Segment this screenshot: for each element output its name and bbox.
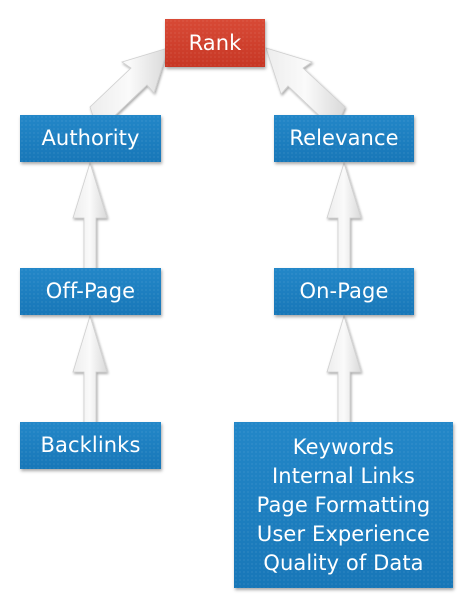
relevance-node: Relevance xyxy=(274,115,414,162)
factor-user-experience: User Experience xyxy=(256,521,431,546)
on-page-label: On-Page xyxy=(299,279,389,303)
arrow-onpage-to-relevance xyxy=(326,161,362,271)
rank-node: Rank xyxy=(165,19,265,67)
relevance-label: Relevance xyxy=(289,126,399,150)
authority-label: Authority xyxy=(41,126,140,150)
arrow-authority-to-rank xyxy=(89,47,169,125)
arrow-onpage-to-relevance-shape xyxy=(326,161,362,271)
arrow-offpage-to-authority xyxy=(72,161,108,271)
rank-label: Rank xyxy=(188,30,242,55)
backlinks-node: Backlinks xyxy=(20,422,161,469)
arrow-backlinks-to-offpage xyxy=(72,314,108,425)
off-page-node: Off-Page xyxy=(20,268,161,315)
arrow-relevance-to-rank-shape xyxy=(265,47,346,125)
factor-page-formatting: Page Formatting xyxy=(256,492,431,517)
on-page-factors-node: Keywords Internal Links Page Formatting … xyxy=(234,422,453,588)
arrow-offpage-to-authority-shape xyxy=(72,161,108,271)
factor-keywords: Keywords xyxy=(292,434,395,459)
backlinks-label: Backlinks xyxy=(40,433,141,457)
on-page-node: On-Page xyxy=(274,268,414,315)
arrow-relevance-to-rank xyxy=(265,47,346,125)
authority-node: Authority xyxy=(20,115,161,162)
factor-quality-of-data: Quality of Data xyxy=(263,550,424,575)
arrow-factors-to-onpage xyxy=(326,314,362,425)
arrow-authority-to-rank-shape xyxy=(89,47,169,125)
arrow-backlinks-to-offpage-shape xyxy=(72,314,108,425)
factor-internal-links: Internal Links xyxy=(272,463,415,488)
arrow-factors-to-onpage-shape xyxy=(326,314,362,425)
off-page-label: Off-Page xyxy=(45,279,136,303)
